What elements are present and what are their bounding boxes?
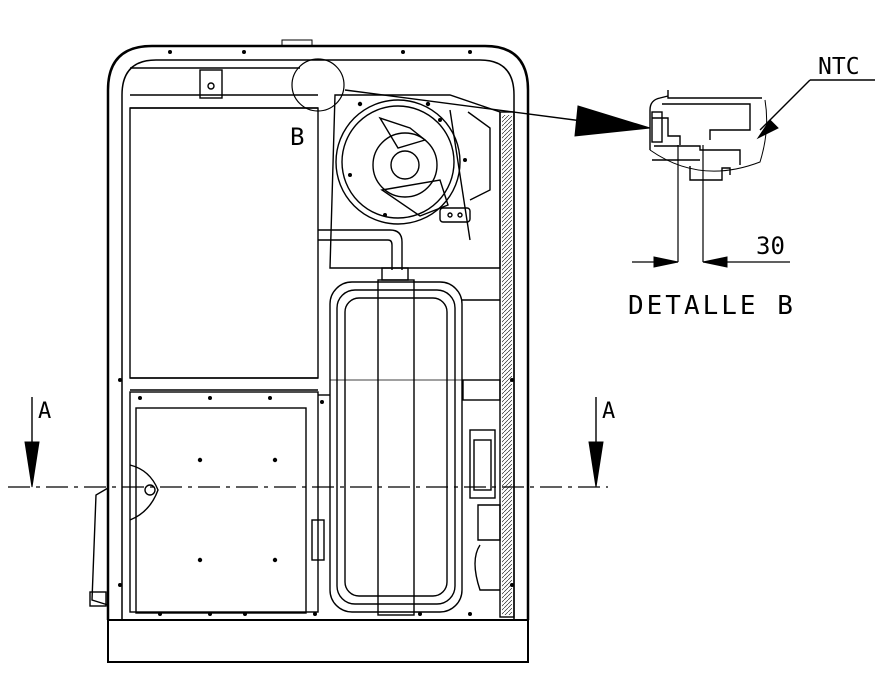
right-hatch [502, 115, 512, 615]
section-label-right: A [602, 399, 615, 424]
detail-title: DETALLE B [628, 291, 796, 321]
dimension-label: 30 [756, 232, 785, 260]
upper-panel [129, 67, 319, 391]
ntc-leader [756, 79, 875, 140]
heat-exchanger [329, 279, 463, 616]
detail-b-circle [291, 58, 345, 112]
detail-leader-arrow [344, 89, 651, 137]
right-column [462, 111, 515, 618]
section-label-left: A [38, 399, 51, 424]
lower-module-screws [138, 396, 472, 616]
detail-b-outline [649, 99, 768, 172]
fan-assembly [329, 94, 501, 269]
detail-b-view [649, 90, 762, 262]
fan-screws [348, 101, 467, 217]
section-arrow-left [24, 397, 40, 488]
detail-marker-label: B [290, 123, 304, 151]
ntc-label: NTC [818, 54, 860, 80]
section-arrow-right [588, 397, 604, 488]
lower-module [89, 391, 330, 614]
boiler-casing [106, 39, 530, 663]
dimension-30 [632, 256, 790, 268]
